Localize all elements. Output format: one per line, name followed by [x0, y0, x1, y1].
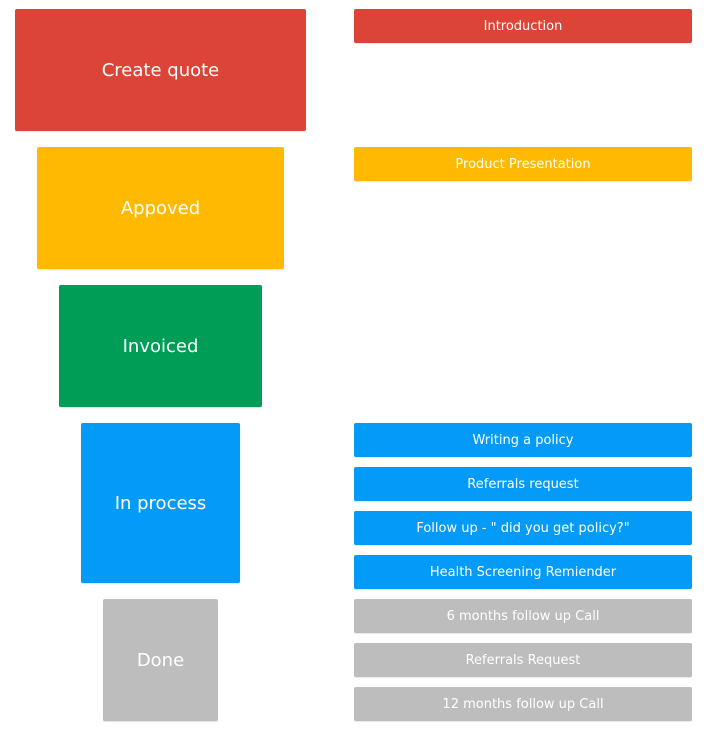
stage-label: Invoiced	[122, 335, 199, 357]
task-product-presentation: Product Presentation	[354, 147, 692, 181]
stage-in-process: In process	[81, 423, 240, 583]
task-label: Referrals request	[467, 476, 579, 492]
task-label: Health Screening Remiender	[429, 564, 617, 580]
task-6-months-follow-up: 6 months follow up Call	[354, 599, 692, 633]
task-follow-up-policy: Follow up - " did you get policy?"	[354, 511, 692, 545]
stage-label: In process	[114, 492, 207, 514]
task-health-screening-reminder: Health Screening Remiender	[354, 555, 692, 589]
stage-label: Appoved	[120, 197, 201, 219]
task-label: Referrals Request	[465, 652, 581, 668]
task-referrals-request: Referrals request	[354, 467, 692, 501]
task-label: Introduction	[483, 18, 563, 34]
task-label: 12 months follow up Call	[442, 696, 604, 712]
stage-invoiced: Invoiced	[59, 285, 262, 407]
stage-done: Done	[103, 599, 218, 721]
task-writing-policy: Writing a policy	[354, 423, 692, 457]
task-introduction: Introduction	[354, 9, 692, 43]
task-label: Follow up - " did you get policy?"	[416, 520, 630, 536]
task-12-months-follow-up: 12 months follow up Call	[354, 687, 692, 721]
stage-label: Done	[136, 649, 185, 671]
task-label: Writing a policy	[472, 432, 574, 448]
stage-label: Create quote	[101, 59, 220, 81]
stage-approved: Appoved	[37, 147, 284, 269]
task-label: Product Presentation	[455, 156, 591, 172]
task-referrals-request-done: Referrals Request	[354, 643, 692, 677]
task-label: 6 months follow up Call	[446, 608, 600, 624]
stage-create-quote: Create quote	[15, 9, 306, 131]
